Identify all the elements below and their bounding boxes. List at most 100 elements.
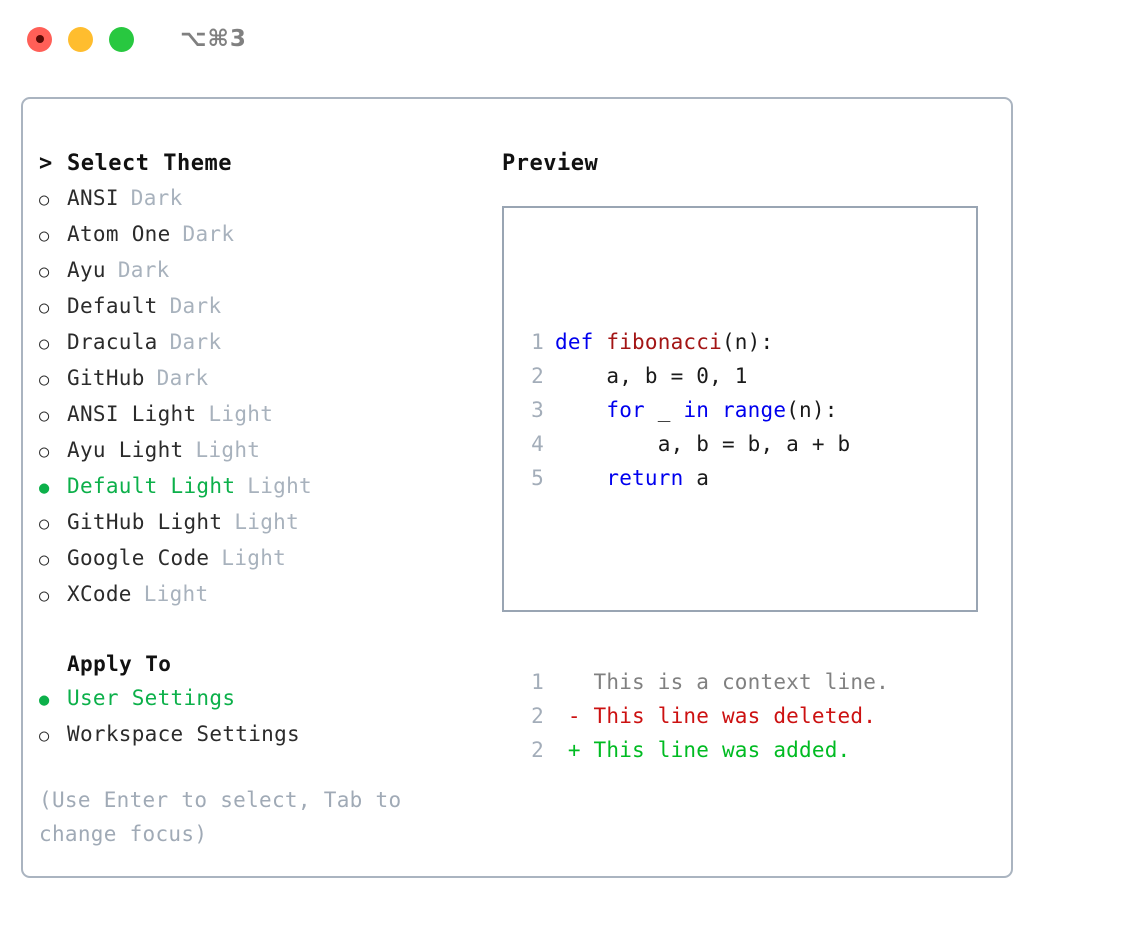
line-number: 2 bbox=[531, 364, 544, 388]
theme-option-kind: Light bbox=[143, 582, 209, 606]
code-token: a bbox=[683, 466, 710, 490]
code-line: 2 a, b = 0, 1 bbox=[518, 359, 889, 393]
radio-unselected-icon: ○ bbox=[39, 550, 50, 570]
help-hint-text: (Use Enter to select, Tab to change focu… bbox=[39, 788, 402, 846]
diff-line-content: + This line was added. bbox=[555, 738, 851, 762]
code-token: return bbox=[606, 466, 684, 490]
code-token: in range bbox=[683, 398, 787, 422]
title-bar: ⌥⌘3 bbox=[0, 0, 1140, 78]
theme-option-kind: Dark bbox=[156, 366, 209, 390]
code-line-content: a, b = b, a + b bbox=[555, 427, 850, 461]
diff-line: 2 + This line was added. bbox=[518, 733, 889, 767]
apply-to-heading: Apply To bbox=[39, 647, 469, 681]
line-number: 2 bbox=[531, 738, 544, 762]
code-line-content: for _ in range(n): bbox=[555, 393, 838, 427]
radio-unselected-icon: ○ bbox=[39, 370, 50, 390]
theme-option-kind: Dark bbox=[117, 258, 170, 282]
theme-option-label: Default bbox=[67, 294, 158, 318]
radio-unselected-icon: ○ bbox=[39, 514, 50, 534]
preview-title: Preview bbox=[502, 151, 599, 176]
line-number: 1 bbox=[531, 670, 544, 694]
traffic-light-group bbox=[27, 26, 134, 52]
theme-option-kind: Dark bbox=[169, 330, 222, 354]
theme-option-label: ANSI Light bbox=[67, 402, 197, 426]
maximize-button-icon[interactable] bbox=[109, 26, 134, 52]
select-theme-heading: > Select Theme bbox=[39, 147, 469, 181]
diff-line-content: - This line was deleted. bbox=[555, 704, 877, 728]
theme-option-label: GitHub bbox=[67, 366, 145, 390]
apply-to-option-workspace-settings[interactable]: ○ Workspace Settings bbox=[39, 717, 469, 753]
line-number: 4 bbox=[531, 432, 544, 456]
close-button-icon[interactable] bbox=[27, 26, 52, 52]
theme-option-kind: Dark bbox=[169, 294, 222, 318]
theme-option-label: Ayu Light bbox=[67, 438, 184, 462]
theme-option-github[interactable]: ○ GitHub Dark bbox=[39, 361, 469, 397]
theme-option-kind: Light bbox=[221, 546, 287, 570]
radio-unselected-icon: ○ bbox=[39, 262, 50, 282]
code-line: 1 def fibonacci(n): bbox=[518, 325, 889, 359]
code-token: for bbox=[606, 398, 645, 422]
close-dot-icon bbox=[35, 35, 44, 43]
diff-line: 1 This is a context line. bbox=[518, 665, 889, 699]
code-line: 5 return a bbox=[518, 461, 889, 495]
theme-option-ayu[interactable]: ○ Ayu Dark bbox=[39, 253, 469, 289]
theme-option-label: Dracula bbox=[67, 330, 158, 354]
theme-option-label: Ayu bbox=[67, 258, 106, 282]
theme-option-kind: Light bbox=[195, 438, 261, 462]
line-number: 3 bbox=[531, 398, 544, 422]
theme-option-label: Default Light bbox=[67, 474, 236, 498]
line-number: 5 bbox=[531, 466, 544, 490]
line-number: 1 bbox=[531, 330, 544, 354]
section-spacer bbox=[39, 613, 469, 647]
code-line-content: return a bbox=[555, 461, 709, 495]
theme-option-default[interactable]: ○ Default Dark bbox=[39, 289, 469, 325]
theme-option-kind: Dark bbox=[182, 222, 235, 246]
radio-unselected-icon: ○ bbox=[39, 190, 50, 210]
radio-unselected-icon: ○ bbox=[39, 406, 50, 426]
diff-line: 2 - This line was deleted. bbox=[518, 699, 889, 733]
code-line: 3 for _ in range(n): bbox=[518, 393, 889, 427]
theme-option-kind: Light bbox=[247, 474, 312, 498]
code-blank-line bbox=[518, 563, 889, 597]
apply-to-option-label: Workspace Settings bbox=[67, 722, 300, 746]
code-token: a, b = 0, 1 bbox=[555, 364, 748, 388]
apply-to-option-user-settings[interactable]: ●User Settings bbox=[39, 681, 469, 717]
radio-unselected-icon: ○ bbox=[39, 298, 50, 318]
radio-unselected-icon: ○ bbox=[39, 726, 50, 746]
theme-option-google-code[interactable]: ○ Google Code Light bbox=[39, 541, 469, 577]
code-token: _ bbox=[644, 398, 684, 422]
radio-selected-icon: ● bbox=[39, 690, 50, 710]
theme-option-label: ANSI bbox=[67, 186, 119, 210]
code-line-content: a, b = 0, 1 bbox=[555, 359, 748, 393]
theme-option-dracula[interactable]: ○ Dracula Dark bbox=[39, 325, 469, 361]
apply-to-list: ●User Settings ○ Workspace Settings bbox=[39, 681, 469, 753]
caret-icon: > bbox=[39, 151, 53, 176]
theme-option-label: Google Code bbox=[67, 546, 210, 570]
theme-option-label: XCode bbox=[67, 582, 132, 606]
code-token: (n): bbox=[786, 398, 838, 422]
minimize-button-icon[interactable] bbox=[68, 26, 93, 52]
radio-unselected-icon: ○ bbox=[39, 334, 50, 354]
theme-option-kind: Light bbox=[234, 510, 300, 534]
diff-line-content: This is a context line. bbox=[555, 670, 889, 694]
code-token: fibonacci bbox=[606, 330, 722, 354]
code-token bbox=[555, 398, 606, 422]
theme-option-label: Atom One bbox=[67, 222, 171, 246]
code-line-content: def fibonacci(n): bbox=[555, 325, 773, 359]
code-token: def bbox=[555, 330, 607, 354]
